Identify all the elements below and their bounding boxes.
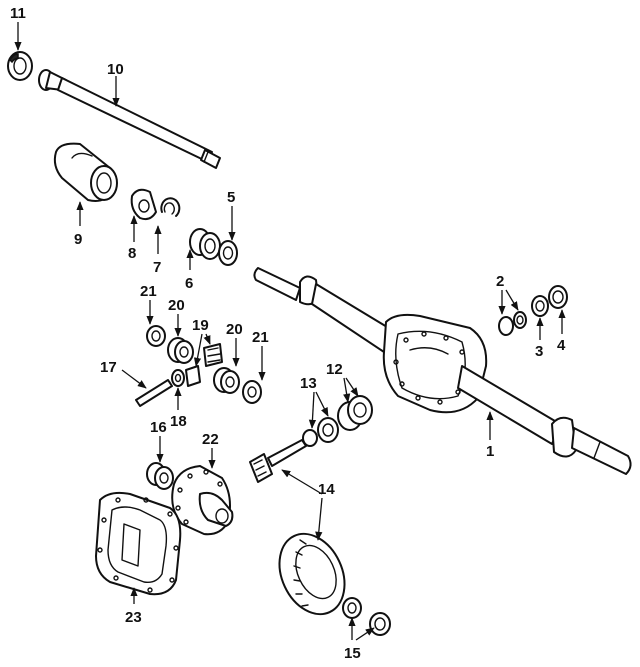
part-17-cross-shaft <box>135 379 173 407</box>
part-9-bushing <box>53 142 118 202</box>
callout-18: 18 <box>170 413 187 430</box>
leader-lines <box>14 22 566 641</box>
callout-5: 5 <box>227 189 235 206</box>
part-14-drive-pinion <box>249 439 307 483</box>
part-21-thrust-washer-right <box>242 380 262 404</box>
callout-12: 12 <box>326 361 343 378</box>
callout-23: 23 <box>125 609 142 626</box>
callout-labels: 11 10 9 8 7 6 5 2 3 4 21 20 19 20 21 17 … <box>10 5 566 662</box>
part-15-pinion-nut-washer <box>342 597 391 636</box>
part-14-ring-gear <box>278 532 346 616</box>
part-2-shims <box>498 311 527 336</box>
callout-16: 16 <box>150 419 167 436</box>
part-5-seal <box>218 240 238 266</box>
part-1-axle-housing <box>253 267 632 475</box>
callout-22: 22 <box>202 431 219 448</box>
callout-14: 14 <box>318 481 335 498</box>
callout-15: 15 <box>344 645 361 662</box>
part-7-snap-ring <box>160 197 181 217</box>
callout-10: 10 <box>107 61 124 78</box>
callout-9: 9 <box>74 231 82 248</box>
part-4-seal <box>548 285 568 309</box>
part-18-washer <box>171 369 185 387</box>
part-16-bearing <box>146 462 174 490</box>
callout-6: 6 <box>185 275 193 292</box>
callout-4: 4 <box>557 337 566 354</box>
part-12-bearing-cup <box>337 395 373 431</box>
part-11-seal <box>7 51 33 81</box>
part-21-thrust-washer <box>146 325 166 347</box>
callout-20-upper: 20 <box>168 297 185 314</box>
callout-2: 2 <box>496 273 504 290</box>
callout-8: 8 <box>128 245 136 262</box>
part-23-cover <box>95 491 182 596</box>
callout-13: 13 <box>300 375 317 392</box>
part-10-axle-shaft <box>38 69 221 169</box>
part-19-pinion-gear <box>203 343 223 367</box>
callout-20-right: 20 <box>226 321 243 338</box>
part-13-bearing <box>302 417 339 447</box>
part-8-bearing-cap <box>130 188 157 221</box>
part-20-side-gear-right <box>213 367 240 394</box>
callout-3: 3 <box>535 343 543 360</box>
part-20-side-gear <box>167 337 194 364</box>
callout-21-right: 21 <box>252 329 269 346</box>
part-19-pinion-gear-lower <box>185 365 201 387</box>
part-3-washer <box>531 295 549 317</box>
callout-11: 11 <box>10 5 26 22</box>
part-22-differential-case <box>171 465 234 536</box>
callout-1: 1 <box>486 443 494 460</box>
part-6-bearing <box>189 228 221 260</box>
callout-17: 17 <box>100 359 117 376</box>
callout-7: 7 <box>153 259 161 276</box>
callout-19: 19 <box>192 317 209 334</box>
callout-21-upper: 21 <box>140 283 157 300</box>
